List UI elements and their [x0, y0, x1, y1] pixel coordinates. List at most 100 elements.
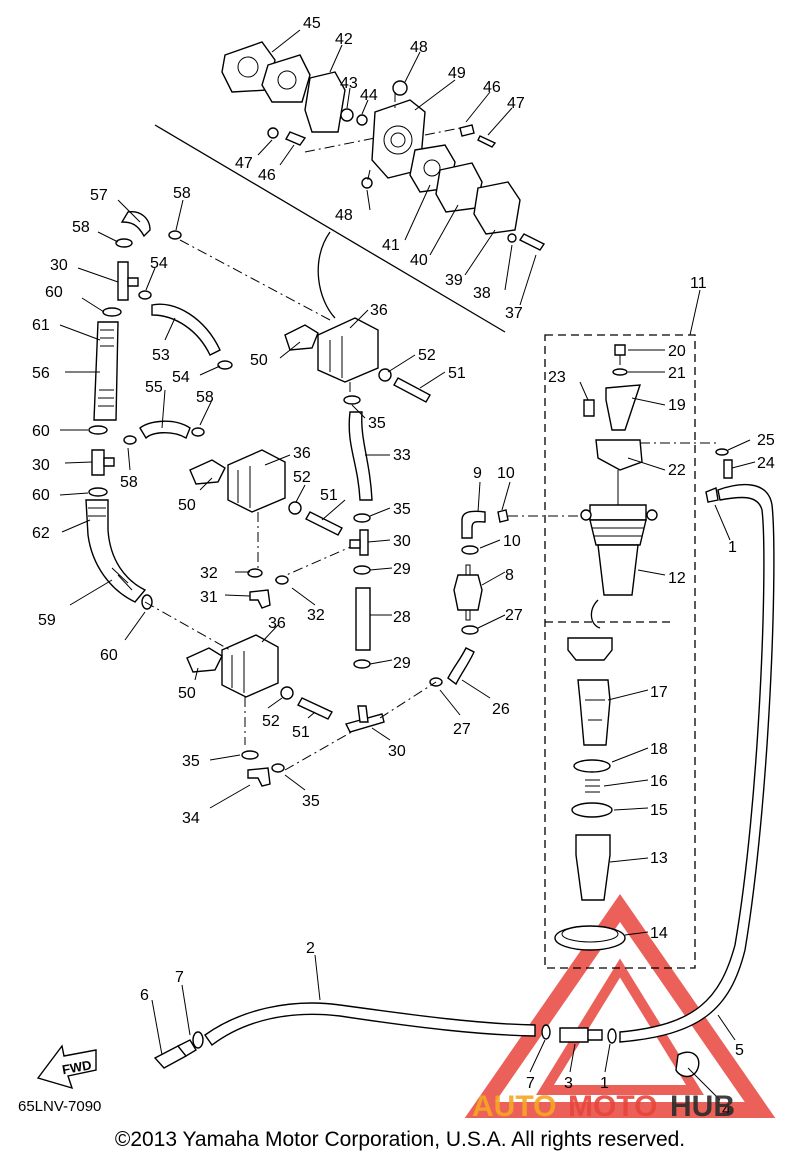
diagram-code: 65LNV-7090 [18, 1098, 102, 1115]
part-label-60: 60 [45, 284, 63, 301]
fwd-arrow-icon: FWD [36, 1044, 97, 1090]
part-label-51: 51 [292, 724, 310, 741]
part-label-3: 3 [564, 1075, 573, 1092]
part-label-24: 24 [757, 455, 775, 472]
part-label-60: 60 [100, 647, 118, 664]
part-label-25: 25 [757, 432, 775, 449]
part-label-15: 15 [650, 802, 668, 819]
part-label-35: 35 [182, 753, 200, 770]
part-label-5: 5 [735, 1042, 744, 1059]
part-label-17: 17 [650, 684, 668, 701]
part-label-10: 10 [503, 533, 521, 550]
part-label-27: 27 [505, 607, 523, 624]
part-label-29: 29 [393, 655, 411, 672]
part-label-50: 50 [178, 497, 196, 514]
part-label-53: 53 [152, 347, 170, 364]
part-label-50: 50 [250, 352, 268, 369]
part-label-20: 20 [668, 343, 686, 360]
center-hose-assembly [241, 395, 585, 787]
part-label-19: 19 [668, 397, 686, 414]
part-label-36: 36 [293, 445, 311, 462]
part-label-32: 32 [307, 607, 325, 624]
part-label-21: 21 [668, 365, 686, 382]
part-label-59: 59 [38, 612, 56, 629]
part-label-33: 33 [393, 447, 411, 464]
part-label-46: 46 [258, 167, 276, 184]
part-label-42: 42 [335, 31, 353, 48]
part-label-35: 35 [302, 793, 320, 810]
fwd-label: FWD [61, 1057, 93, 1077]
watermark-moto: MOTO [568, 1090, 657, 1123]
part-label-60: 60 [32, 487, 50, 504]
part-label-52: 52 [293, 469, 311, 486]
part-label-34: 34 [182, 810, 200, 827]
part-label-62: 62 [32, 525, 50, 542]
part-label-58: 58 [173, 185, 191, 202]
part-label-35: 35 [368, 415, 386, 432]
filter-assembly [544, 334, 733, 969]
part-label-47: 47 [235, 155, 253, 172]
part-label-58: 58 [120, 474, 138, 491]
part-label-50: 50 [178, 685, 196, 702]
part-label-45: 45 [303, 15, 321, 32]
part-label-54: 54 [172, 369, 190, 386]
part-label-6: 6 [140, 987, 149, 1004]
part-label-22: 22 [668, 462, 686, 479]
part-labels: 45 42 48 49 43 44 46 47 47 46 48 4 1 40 3… [32, 15, 775, 1119]
part-label-37: 37 [505, 305, 523, 322]
part-label-40: 40 [410, 252, 428, 269]
part-label-7: 7 [175, 969, 184, 986]
part-label-35: 35 [393, 501, 411, 518]
part-label-14: 14 [650, 925, 668, 942]
leader-lines [59, 29, 756, 1101]
part-label-51: 51 [320, 487, 338, 504]
pump-bodies [144, 239, 431, 771]
part-label-30: 30 [393, 533, 411, 550]
part-label-52: 52 [418, 347, 436, 364]
part-label-39: 39 [445, 272, 463, 289]
part-label-60: 60 [32, 423, 50, 440]
part-label-23: 23 [548, 369, 566, 386]
part-label-1: 1 [600, 1075, 609, 1092]
part-label-28: 28 [393, 609, 411, 626]
part-label-48: 48 [335, 207, 353, 224]
part-label-30: 30 [50, 257, 68, 274]
part-label-11: 11 [690, 275, 707, 292]
part-label-9: 9 [473, 465, 482, 482]
part-label-8: 8 [505, 567, 514, 584]
part-label-44: 44 [360, 87, 378, 104]
part-label-47: 47 [507, 95, 525, 112]
part-label-18: 18 [650, 741, 668, 758]
part-label-12: 12 [668, 570, 686, 587]
part-label-36: 36 [370, 302, 388, 319]
part-label-51: 51 [448, 365, 466, 382]
part-label-31: 31 [200, 589, 218, 606]
main-fuel-hoses [153, 484, 775, 1078]
part-label-43: 43 [340, 75, 358, 92]
part-label-58: 58 [72, 219, 90, 236]
part-label-48: 48 [410, 39, 428, 56]
part-label-30: 30 [388, 743, 406, 760]
left-hose-assembly [85, 211, 233, 610]
part-label-27: 27 [453, 721, 471, 738]
part-label-36: 36 [268, 615, 286, 632]
part-label-38: 38 [473, 285, 491, 302]
part-label-49: 49 [448, 65, 466, 82]
part-label-4: 4 [722, 1102, 731, 1119]
part-label-52: 52 [262, 713, 280, 730]
watermark-hub: HUB [670, 1090, 735, 1123]
part-label-55: 55 [145, 379, 163, 396]
copyright-notice: ©2013 Yamaha Motor Corporation, U.S.A. A… [114, 1128, 686, 1151]
part-label-7: 7 [526, 1075, 535, 1092]
part-label-16: 16 [650, 773, 668, 790]
part-label-32: 32 [200, 565, 218, 582]
part-label-13: 13 [650, 850, 668, 867]
part-label-26: 26 [492, 701, 510, 718]
part-label-61: 61 [32, 317, 50, 334]
part-label-57: 57 [90, 187, 108, 204]
part-label-30: 30 [32, 457, 50, 474]
part-label-10: 10 [497, 465, 515, 482]
part-label-46: 46 [483, 79, 501, 96]
watermark-text: AUTO MOTO HUB [472, 1090, 735, 1123]
